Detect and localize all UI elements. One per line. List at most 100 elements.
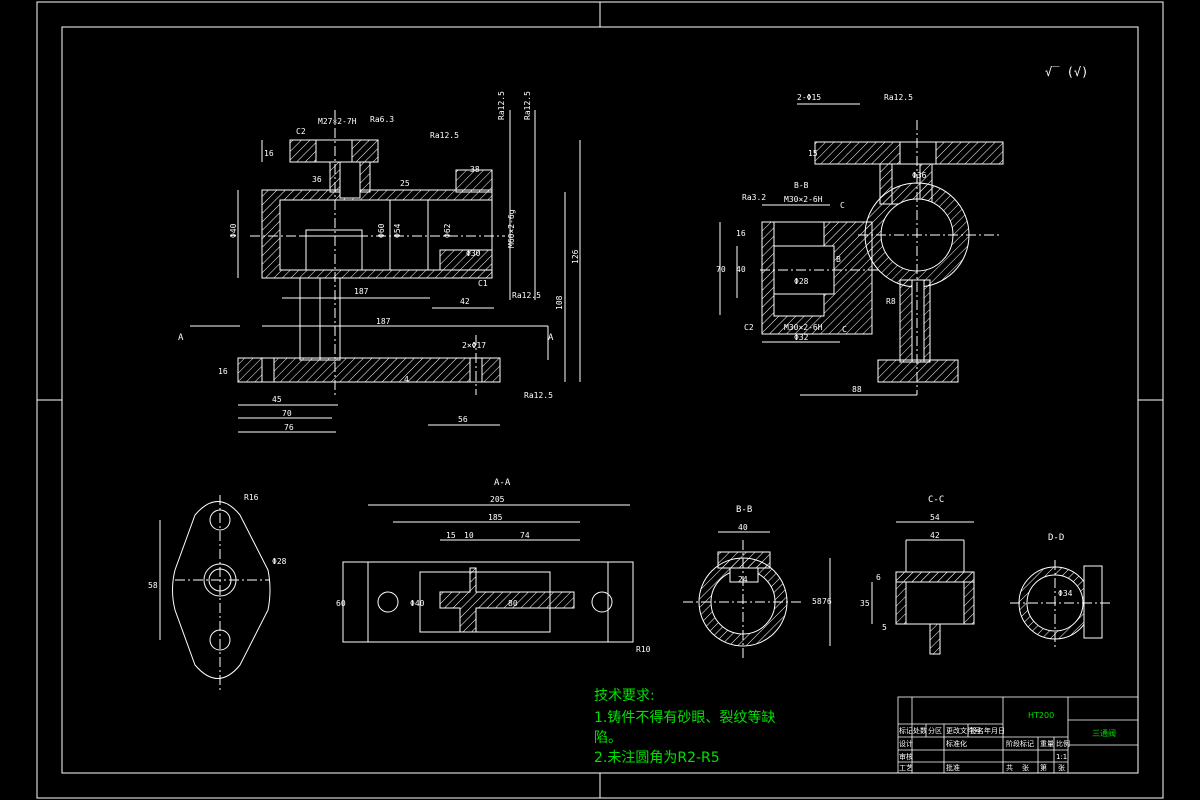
section-mark-a: A — [548, 333, 554, 343]
dim-label: B-B — [794, 181, 809, 190]
dim-label: 16 — [736, 229, 746, 238]
dim-label: 16 — [264, 149, 274, 158]
tb-cell: 工艺 — [899, 764, 913, 772]
dim-label: Φ30 — [466, 249, 481, 258]
dim-label: Φ60 — [377, 223, 386, 238]
dim-label: 54 — [930, 513, 940, 522]
dim-label: 45 — [272, 395, 282, 404]
dim-label: 6 — [876, 573, 881, 582]
dim-label: Φ62 — [443, 223, 452, 238]
dim-label: 36 — [312, 175, 322, 184]
dim-label: C2 — [744, 323, 754, 332]
dim-label: 40 — [738, 523, 748, 532]
tb-cell: 标记 — [899, 726, 913, 735]
dim-label: Φ28 — [272, 557, 287, 566]
dim-label: 4 — [404, 375, 409, 384]
dim-label: Φ40 — [410, 599, 425, 608]
dim-label: 35 — [860, 599, 870, 608]
side-view-labels: 2-Φ15 Ra12.5 15 Φ36 Ra3.2 B-B M30×2-6H 1… — [716, 93, 927, 394]
tech-req-line1b: 陷。 — [594, 730, 622, 746]
dim-label: 76 — [822, 597, 832, 606]
title-block-text: HT200 三通阀 标记 处数 分区 更改文件号 签名 年月日 设计 标准化 审… — [899, 711, 1116, 772]
tech-req-title: 技术要求: — [594, 688, 655, 704]
tb-cell: 张 — [1058, 763, 1065, 772]
dim-label: 5 — [882, 623, 887, 632]
tb-cell: 张 — [1022, 763, 1029, 772]
section-a-a — [342, 504, 634, 643]
dim-label: 56 — [458, 415, 468, 424]
dim-label: R16 — [244, 493, 259, 502]
tech-req-line2: 2.未注圆角为R2-R5 — [594, 750, 720, 766]
dim-label: 2-Φ15 — [797, 93, 821, 102]
dim-label: M30×2-6H — [784, 323, 823, 332]
tb-cell: 重量 — [1040, 740, 1054, 748]
dim-label: 70 — [716, 265, 726, 274]
dim-label: 42 — [930, 531, 940, 540]
side-view — [719, 103, 1004, 396]
dim-label: Ra12.5 — [430, 131, 459, 140]
dim-label: 60 — [336, 599, 346, 608]
dim-label: M60×2-6g — [507, 209, 516, 248]
dim-label: Φ28 — [794, 277, 809, 286]
dim-label: Φ34 — [1058, 589, 1073, 598]
tb-cell: 分区 — [928, 726, 942, 735]
section-c-c — [871, 521, 975, 655]
dim-label: M27×2-7H — [318, 117, 357, 126]
dim-label: R8 — [886, 297, 896, 306]
dim-label: Ra12.5 — [523, 91, 532, 120]
view-title-d-d: D-D — [1048, 533, 1064, 543]
dim-label: 80 — [508, 599, 518, 608]
section-mark-a: A — [178, 333, 184, 343]
dim-label: 187 — [376, 317, 391, 326]
dim-label: 38 — [470, 165, 480, 174]
drawing-border — [36, 1, 1164, 799]
dim-label: 25 — [400, 179, 410, 188]
technical-requirements: 技术要求: 1.铸件不得有砂眼、裂纹等缺 陷。 2.未注圆角为R2-R5 — [594, 688, 775, 766]
front-view-labels: C2 M27×2-7H Ra6.3 Ra12.5 Ra12.5 Ra12.5 1… — [178, 91, 580, 432]
dim-label: Ra12.5 — [524, 391, 553, 400]
dim-label: 40 — [736, 265, 746, 274]
dim-label: Ra12.5 — [884, 93, 913, 102]
dim-label: 16 — [218, 367, 228, 376]
tb-cell: 1:1 — [1056, 753, 1067, 761]
tb-cell: 比例 — [1056, 739, 1070, 748]
dim-label: C2 — [296, 127, 306, 136]
dim-label: 74 — [520, 531, 530, 540]
view-title-c-c: C-C — [928, 495, 944, 505]
tb-cell: 批准 — [946, 763, 960, 772]
dim-label: 205 — [490, 495, 505, 504]
dim-label: 42 — [460, 297, 470, 306]
tb-cell: 阶段标记 — [1006, 739, 1034, 748]
title-block — [897, 696, 1139, 774]
dim-label: Ra12.5 — [512, 291, 541, 300]
dim-label: Φ54 — [393, 223, 402, 238]
dim-label: Φ32 — [794, 333, 809, 342]
flange-view — [159, 495, 271, 690]
dim-label: 70 — [282, 409, 292, 418]
dim-label: 88 — [852, 385, 862, 394]
dim-label: C1 — [478, 279, 488, 288]
dim-label: Φ36 — [912, 171, 927, 180]
tb-cell: 共 — [1006, 763, 1013, 772]
tb-cell: 签名 — [970, 726, 984, 735]
dim-label: 185 — [488, 513, 503, 522]
dim-label: M30×2-6H — [784, 195, 823, 204]
dim-label: Ra12.5 — [497, 91, 506, 120]
front-view — [190, 110, 581, 433]
dim-label: B — [836, 255, 841, 264]
view-title-a-a: A-A — [494, 478, 511, 488]
dim-label: R10 — [636, 645, 651, 654]
dim-label: 10 — [464, 531, 474, 540]
view-title-b-b: B-B — [736, 505, 752, 515]
section-b-b — [683, 531, 831, 660]
dim-label: Ra3.2 — [742, 193, 766, 202]
dim-label: Φ40 — [229, 223, 238, 238]
tb-cell: 处数 — [913, 726, 927, 735]
tb-cell: 审核 — [899, 752, 913, 761]
dim-label: Ra6.3 — [370, 115, 394, 124]
dim-label: 76 — [284, 423, 294, 432]
dim-label: 15 — [808, 149, 818, 158]
tb-cell: 年月日 — [984, 726, 1005, 735]
tb-cell: 标准化 — [946, 739, 967, 748]
